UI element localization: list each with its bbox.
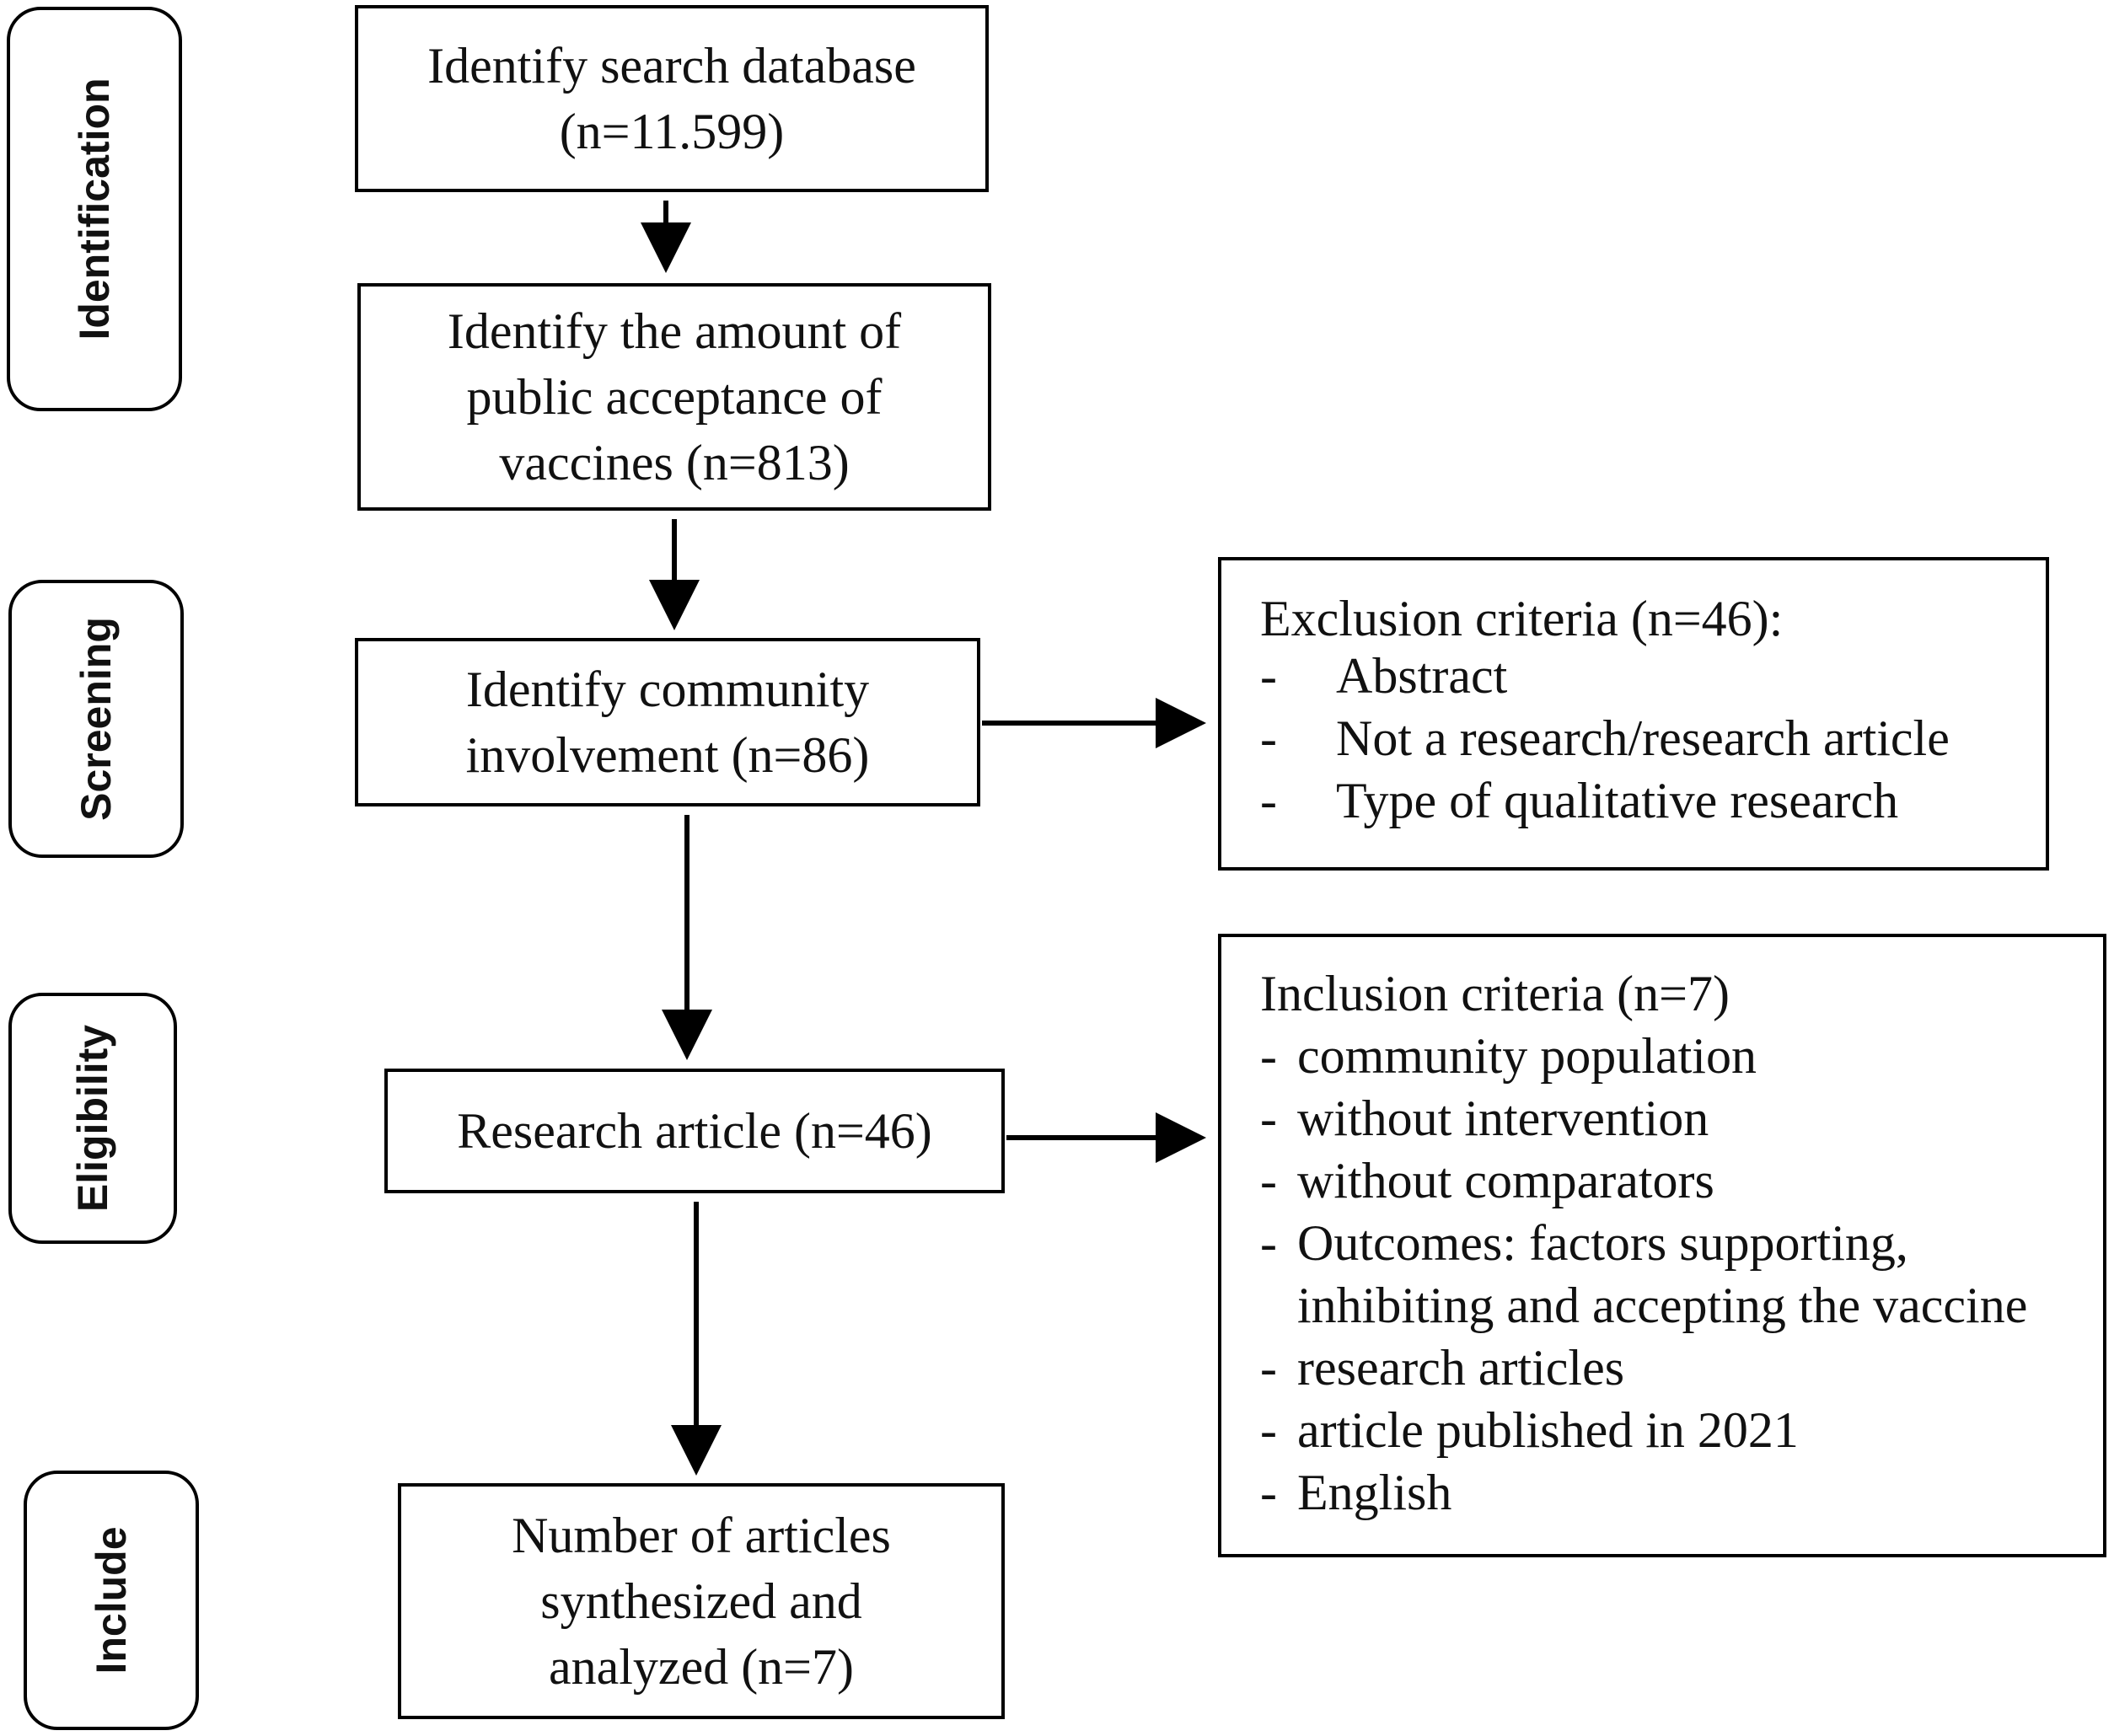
inclusion-item: without intervention: [1297, 1090, 1709, 1146]
inclusion-item: article published in 2021: [1297, 1402, 1799, 1458]
inclusion-item: without comparators: [1297, 1153, 1714, 1208]
exclusion-bullet: -: [1260, 773, 1277, 828]
box-public-acceptance-line-1: Identify the amount of: [447, 303, 902, 359]
exclusion-bullet: -: [1260, 648, 1277, 704]
inclusion-bullet: -: [1260, 1028, 1277, 1084]
stage-eligibility: Eligibility: [8, 993, 177, 1244]
exclusion-item: Abstract: [1336, 648, 1508, 704]
inclusion-bullet: -: [1260, 1215, 1277, 1271]
inclusion-item: research articles: [1297, 1340, 1625, 1396]
inclusion-bullet: -: [1260, 1090, 1277, 1146]
inclusion-item: Outcomes: factors supporting,: [1297, 1215, 1908, 1271]
box-research-article-line-1: Research article (n=46): [457, 1103, 932, 1159]
inclusion-bullet: -: [1260, 1465, 1277, 1520]
inclusion-bullet: -: [1260, 1153, 1277, 1208]
box-synthesized-line-1: Number of articles: [512, 1508, 891, 1563]
exclusion-bullet: -: [1260, 710, 1277, 766]
exclusion-criteria-box: Exclusion criteria (n=46): - Abstract - …: [1218, 557, 2049, 871]
exclusion-item: Not a research/research article: [1336, 710, 1950, 766]
inclusion-item-continued: inhibiting and accepting the vaccine: [1297, 1278, 2028, 1333]
box-public-acceptance: Identify the amount of public acceptance…: [357, 283, 991, 511]
inclusion-criteria-title: Inclusion criteria (n=7): [1260, 966, 1730, 1021]
box-search-database-line-2: (n=11.599): [559, 104, 785, 159]
exclusion-criteria-title: Exclusion criteria (n=46):: [1260, 591, 1784, 646]
inclusion-criteria-box: Inclusion criteria (n=7) - community pop…: [1218, 934, 2106, 1557]
stage-identification: Identification: [7, 7, 182, 411]
inclusion-item: English: [1297, 1465, 1452, 1520]
box-public-acceptance-line-2: public acceptance of: [466, 369, 883, 425]
stage-include: Include: [24, 1471, 199, 1730]
box-search-database: Identify search database (n=11.599): [355, 5, 989, 192]
inclusion-bullet: -: [1260, 1402, 1277, 1458]
inclusion-bullet: -: [1260, 1340, 1277, 1396]
box-public-acceptance-line-3: vaccines (n=813): [499, 435, 850, 490]
box-community-involvement: Identify community involvement (n=86): [355, 638, 980, 806]
box-synthesized-line-2: synthesized and: [540, 1573, 862, 1629]
box-synthesized: Number of articles synthesized and analy…: [398, 1483, 1005, 1719]
inclusion-item: community population: [1297, 1028, 1757, 1084]
box-research-article: Research article (n=46): [384, 1069, 1005, 1193]
exclusion-item: Type of qualitative research: [1336, 773, 1899, 828]
box-search-database-line-1: Identify search database: [427, 38, 916, 94]
stage-screening: Screening: [8, 580, 184, 858]
box-community-involvement-line-1: Identify community: [465, 662, 870, 717]
box-community-involvement-line-2: involvement (n=86): [465, 727, 870, 783]
box-synthesized-line-3: analyzed (n=7): [549, 1639, 854, 1695]
